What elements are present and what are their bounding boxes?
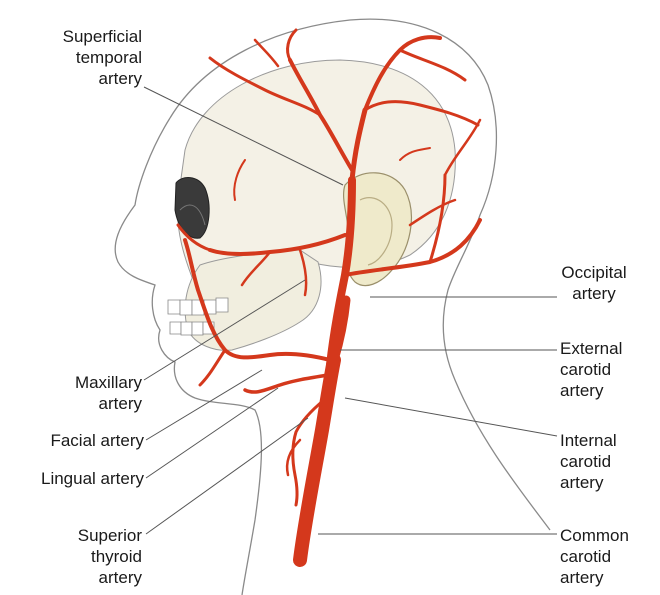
label-superficial-temporal-artery: Superficial temporal artery xyxy=(20,26,142,89)
label-external-carotid-artery: External carotid artery xyxy=(560,338,656,401)
label-occipital-artery: Occipital artery xyxy=(550,262,638,304)
label-maxillary-artery: Maxillary artery xyxy=(30,372,142,414)
label-superior-thyroid-artery: Superior thyroid artery xyxy=(30,525,142,588)
label-facial-artery: Facial artery xyxy=(10,430,144,451)
leader-superior-thyroid xyxy=(146,418,308,534)
label-lingual-artery: Lingual artery xyxy=(4,468,144,489)
leader-internal-carotid xyxy=(345,398,557,436)
label-internal-carotid-artery: Internal carotid artery xyxy=(560,430,656,493)
lingual-artery-vessel xyxy=(245,375,328,392)
common-carotid-artery-vessel xyxy=(300,360,334,560)
label-common-carotid-artery: Common carotid artery xyxy=(560,525,656,588)
